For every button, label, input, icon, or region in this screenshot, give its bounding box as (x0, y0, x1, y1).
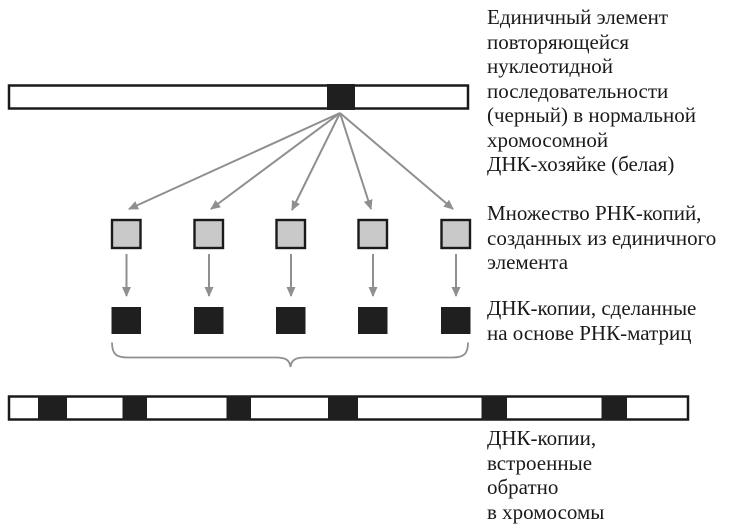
host-dna-bar (7, 84, 470, 110)
integrated-segment (226, 395, 251, 421)
integrated-segment (328, 395, 358, 421)
dna-copy-square (194, 307, 224, 334)
dna-copy-square (276, 307, 306, 334)
integrated-segment (38, 395, 67, 421)
transcription-arrow (339, 112, 373, 210)
transcription-arrow (339, 112, 454, 210)
group-brace (111, 342, 469, 368)
rna-copy-square (110, 218, 142, 250)
reverse-transcription-arrows (122, 254, 461, 297)
dna-copy-square (441, 307, 471, 334)
rna-copy-square (275, 218, 307, 250)
integrated-segment-row (38, 395, 627, 421)
transcription-arrow-fan (128, 112, 454, 211)
integrated-segment (601, 395, 627, 421)
rna-copy-square (440, 218, 472, 250)
transcription-arrow (210, 112, 341, 210)
transcription-arrow (291, 112, 341, 211)
dna-copy-square (358, 307, 388, 334)
rna-copy-square (357, 218, 389, 250)
repeat-element-segment (327, 84, 355, 110)
label-dna-copies: ДНК-копии, сделанные на основе РНК-матри… (487, 296, 697, 345)
dna-copy-row (111, 307, 471, 334)
label-rna-copies: Множество РНК-копий, созданных из единич… (487, 201, 717, 274)
label-integrated-copies: ДНК-копии, встроенные обратно в хромосом… (487, 426, 605, 524)
rna-copy-square (193, 218, 225, 250)
label-unit-element: Единичный элемент повторяющейся нуклеоти… (487, 5, 696, 176)
transcription-arrow (128, 112, 341, 210)
integrated-segment (122, 395, 147, 421)
dna-copy-square (111, 307, 141, 334)
rna-copy-row (110, 218, 472, 250)
integrated-segment (481, 395, 507, 421)
